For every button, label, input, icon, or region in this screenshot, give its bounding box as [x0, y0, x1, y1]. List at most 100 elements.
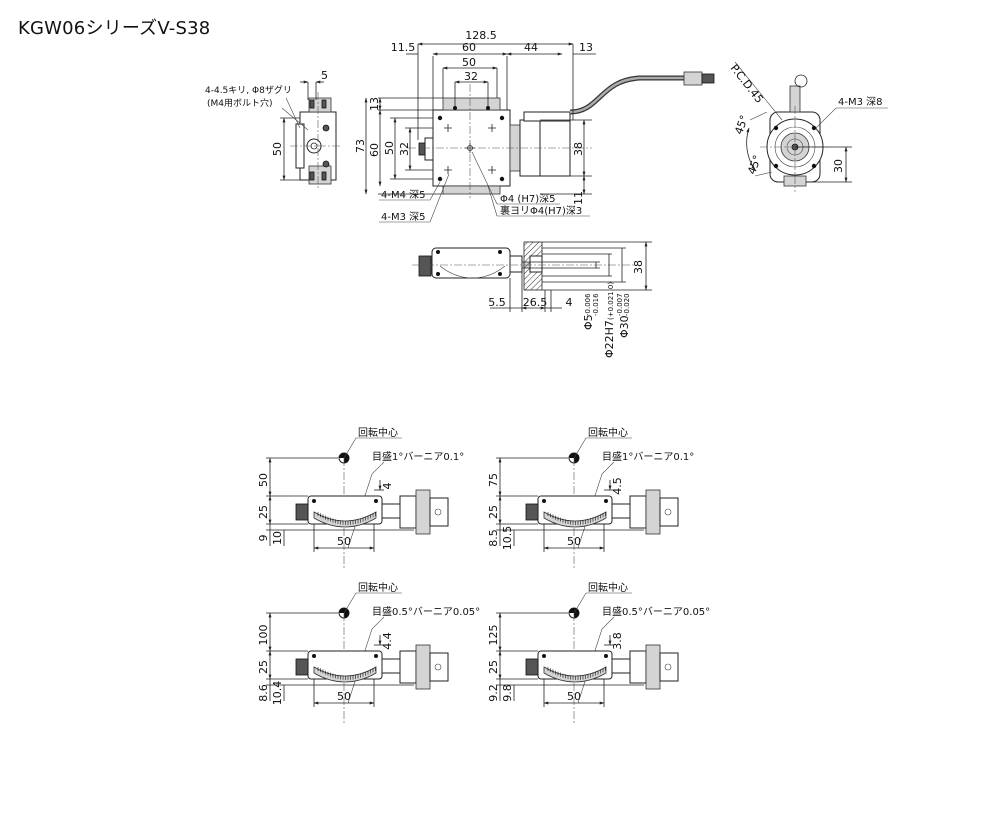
dim-height-60: 60 — [368, 143, 381, 157]
label-rotation-center: 回転中心 — [588, 426, 628, 439]
label-phi30: Φ30 — [618, 315, 631, 338]
label-phi5-tol-upper: -0.006 — [584, 293, 592, 316]
dim-side-38: 38 — [632, 260, 645, 274]
dim-motor-38: 38 — [572, 142, 585, 156]
variant-knob — [295, 658, 309, 676]
dim-radius: 125 — [487, 625, 500, 646]
m4-holes — [437, 106, 505, 182]
right-view: 45° 45° P.C.D.45 4-M3 深8 30 — [728, 61, 888, 192]
dim-base-b: 9.8 — [501, 684, 514, 702]
dim-base-b: 10 — [271, 531, 284, 545]
dim-top-13: 13 — [368, 97, 381, 111]
label-scale: 目盛1°バーニア0.1° — [602, 450, 694, 463]
dim-right-13: 13 — [579, 41, 593, 54]
dim-height: 25 — [487, 505, 500, 519]
label-scale: 目盛0.5°バーニア0.05° — [372, 605, 480, 618]
stage-knob — [424, 137, 434, 161]
label-bolt-note: (M4用ボルト穴) — [207, 97, 273, 109]
dim-left-offset: 11.5 — [391, 41, 416, 54]
dim-bottom-11: 11 — [572, 191, 585, 205]
variant-knob — [295, 503, 309, 521]
dim-width-44: 44 — [524, 41, 538, 54]
cable-connector — [683, 71, 703, 86]
dim-gap: 4 — [381, 483, 394, 490]
dim-base-b: 10.5 — [501, 526, 514, 551]
angle-a: 45° — [732, 113, 751, 136]
label-rotation-center: 回転中心 — [358, 426, 398, 439]
dim-width: 50 — [337, 690, 351, 703]
dim-width-60: 60 — [462, 41, 476, 54]
variant-motor — [415, 489, 431, 535]
dim-radius: 100 — [257, 625, 270, 646]
label-pin-hole: Φ4 (H7)深5 — [500, 193, 555, 205]
dim-overall: 128.5 — [465, 29, 497, 42]
label-phi5-tol-lower: -0.016 — [592, 293, 600, 316]
label-phi22: Φ22H7 — [603, 320, 616, 358]
dim-gap: 4.4 — [381, 632, 394, 650]
stage-top-edge — [442, 97, 501, 111]
dim-base-a: 8.5 — [487, 529, 500, 547]
stage-knob-end — [418, 142, 426, 156]
dim-width-32: 32 — [464, 70, 478, 83]
dim-gap: 4.5 — [611, 477, 624, 495]
label-phi22-tol: (+0.021 0) — [607, 282, 615, 320]
label-scale: 目盛1°バーニア0.1° — [372, 450, 464, 463]
label-m3-holes: 4-M3 深5 — [381, 211, 426, 223]
label-phi30-tol-lower: -0.020 — [623, 293, 631, 316]
dim-base-a: 8.6 — [257, 684, 270, 702]
dim-side-26-5: 26.5 — [523, 296, 548, 309]
connector-ring — [794, 74, 808, 88]
motor-cable-box — [523, 111, 571, 122]
label-m4-holes: 4-M4 深5 — [381, 189, 426, 201]
label-scale: 目盛0.5°バーニア0.05° — [602, 605, 710, 618]
label-rotation-center: 回転中心 — [358, 581, 398, 594]
dim-width: 50 — [337, 535, 351, 548]
connector-tip — [701, 73, 715, 84]
dim-height-50: 50 — [383, 141, 396, 155]
dim-base-a: 9 — [257, 535, 270, 542]
dim-right-30: 30 — [832, 159, 845, 173]
label-counterbore: 4-4.5キリ, Φ8ザグリ — [205, 84, 292, 96]
label-phi5: Φ5 — [582, 314, 595, 330]
side-view: 38 5.5 26.5 4 Φ5 -0.006 -0.016 Φ22H7 (+0… — [412, 241, 652, 358]
dim-height-73: 73 — [354, 139, 367, 153]
dim-width: 50 — [567, 690, 581, 703]
dim-height: 25 — [487, 660, 500, 674]
label-rotation-center: 回転中心 — [588, 581, 628, 594]
side-knob — [418, 255, 432, 277]
dim-radius: 50 — [257, 473, 270, 487]
dim-height-32: 32 — [398, 142, 411, 156]
dim-height: 25 — [257, 505, 270, 519]
label-phi30-tol-upper: -0.007 — [616, 293, 624, 316]
page-title: KGW06シリーズV-S38 — [18, 18, 211, 39]
side-coupler — [509, 255, 523, 273]
variant-motor — [645, 644, 661, 690]
label-pcd: P.C.D.45 — [728, 62, 766, 106]
variant-knob — [525, 503, 539, 521]
dim-radius: 75 — [487, 473, 500, 487]
variant-knob — [525, 658, 539, 676]
label-back-pin-hole: 裏ヨリΦ4(H7)深3 — [500, 204, 582, 217]
dim-height: 25 — [257, 660, 270, 674]
label-motor-tap: 4-M3 深8 — [838, 96, 883, 108]
dim-side-5-5: 5.5 — [488, 296, 506, 309]
dim-gap: 3.8 — [611, 632, 624, 650]
dim-left-50: 50 — [271, 142, 284, 156]
dim-width: 50 — [567, 535, 581, 548]
dim-base-b: 10.4 — [271, 681, 284, 706]
variant-motor — [645, 489, 661, 535]
dim-width-50: 50 — [462, 56, 476, 69]
top-view: 128.5 11.5 60 44 13 50 32 73 13 60 50 32 — [354, 29, 715, 223]
left-view: 50 5 4-4.5キリ, Φ8ザグリ (M4用ボルト穴) — [205, 69, 342, 190]
angle-b: 45° — [745, 153, 764, 176]
variant-motor — [415, 644, 431, 690]
dim-base-a: 9.2 — [487, 684, 500, 702]
dim-left-5: 5 — [321, 69, 328, 82]
dim-side-4: 4 — [566, 296, 573, 309]
